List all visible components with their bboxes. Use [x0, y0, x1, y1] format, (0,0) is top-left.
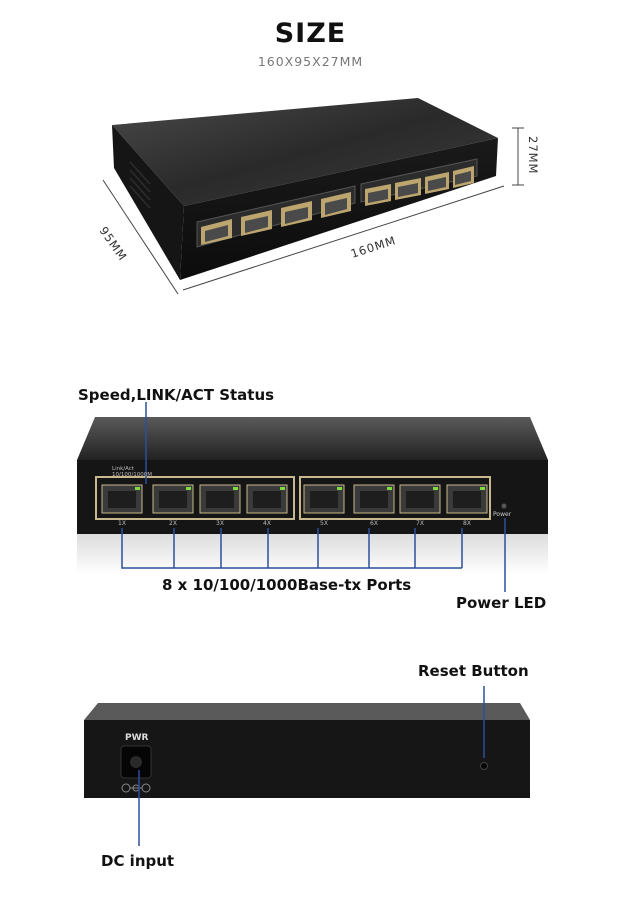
switch-perspective — [102, 98, 524, 295]
pwr-label: PWR — [125, 733, 149, 743]
port-status-led — [135, 487, 140, 490]
switch-front-view: 1X 2X 3X 4X 5X 6X 7X 8X — [77, 402, 548, 592]
port-label: 4X — [263, 520, 271, 527]
rj45-port-socket — [310, 491, 338, 508]
port-status-led — [387, 487, 392, 490]
reset-button-hole — [480, 762, 488, 770]
link-act-label: Link/Act 10/100/1000M — [112, 466, 152, 478]
reset-button-callout: Reset Button — [418, 662, 529, 680]
switch-side-face — [112, 125, 184, 280]
power-led-label: Power — [493, 511, 512, 518]
port-status-led — [280, 487, 285, 490]
rj45-port-socket — [453, 491, 481, 508]
port-status-led — [337, 487, 342, 490]
ports-callout: 8 x 10/100/1000Base-tx Ports — [162, 576, 412, 594]
port-label: 5X — [320, 520, 328, 527]
speed-text: 10/100/1000M — [112, 472, 152, 478]
front-top-face — [77, 417, 548, 460]
rear-panel — [84, 720, 530, 798]
status-led-callout: Speed,LINK/ACT Status — [78, 386, 275, 404]
port-label: 2X — [169, 520, 177, 527]
port-status-led — [233, 487, 238, 490]
port-status-led — [186, 487, 191, 490]
rj45-port-socket — [406, 491, 434, 508]
dc-jack-pin — [130, 756, 142, 768]
front-ports: 1X 2X 3X 4X 5X 6X 7X 8X — [101, 484, 488, 527]
rj45-port-socket — [206, 491, 234, 508]
rear-top-face — [84, 703, 530, 720]
port-label: 8X — [463, 520, 471, 527]
switch-top-face — [112, 98, 498, 206]
port-label: 7X — [416, 520, 424, 527]
power-led — [501, 503, 507, 509]
page-title: SIZE — [274, 18, 347, 49]
port-status-led — [480, 487, 485, 490]
port-status-led — [433, 487, 438, 490]
rj45-port-socket — [159, 491, 187, 508]
polarity-icon — [121, 783, 151, 793]
size-dimensions: 160X95X27MM — [257, 54, 364, 69]
port-label: 3X — [216, 520, 224, 527]
rj45-port-socket — [253, 491, 281, 508]
height-label: 27MM — [526, 136, 540, 175]
switch-rear-view — [84, 686, 530, 846]
perspective-ports — [196, 158, 478, 248]
dc-input-callout: DC input — [101, 852, 175, 870]
rj45-port-socket — [108, 491, 136, 508]
port-label: 6X — [370, 520, 378, 527]
port-label: 1X — [118, 520, 126, 527]
power-led-callout: Power LED — [456, 594, 547, 612]
rj45-port-socket — [360, 491, 388, 508]
link-act-text: Link/Act — [112, 466, 134, 472]
